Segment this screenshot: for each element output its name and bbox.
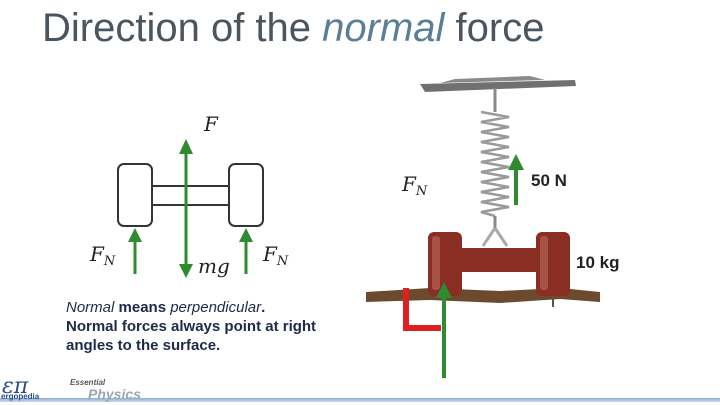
spring-force-arrow — [508, 154, 524, 205]
dumbbell — [428, 232, 570, 296]
dumbbell-outline — [117, 163, 264, 227]
label-fn-left: FN — [90, 242, 116, 269]
normal-force-left-arrow — [128, 228, 142, 274]
label-fn-right: FN — [263, 242, 289, 269]
ceiling — [420, 80, 576, 92]
caption: Normal means perpendicular. Normal forces… — [66, 298, 366, 355]
caption-line2: Normal forces always point at right angl… — [66, 318, 317, 354]
label-mass-value: 10 kg — [576, 253, 620, 272]
caption-means: means — [114, 299, 171, 316]
normal-force-ground-arrow — [436, 282, 452, 378]
label-f: F — [204, 112, 218, 136]
footer-line — [0, 398, 720, 402]
logo-symbol: επ — [2, 374, 29, 399]
weight-mg-arrow — [179, 205, 193, 278]
spring — [480, 110, 510, 218]
title-end: force — [444, 6, 545, 50]
caption-normal: Normal — [66, 299, 115, 316]
caption-period: . — [261, 299, 266, 316]
label-force-value: 50 N — [531, 171, 567, 190]
logo-physics: Physics — [88, 386, 141, 402]
title-emphasis: normal — [322, 6, 445, 50]
label-mg: mg — [198, 254, 230, 278]
caption-perpendicular: perpendicular — [170, 299, 262, 316]
right-angle-marker — [403, 288, 441, 331]
logo-essential: Essential — [70, 378, 106, 387]
label-fn-spring-scene: FN — [402, 172, 428, 199]
logo-name: ergopedia — [1, 392, 40, 401]
slide-title: Direction of the normal force — [42, 6, 544, 51]
title-text: Direction of the — [42, 6, 323, 50]
normal-force-right-arrow — [239, 228, 253, 274]
